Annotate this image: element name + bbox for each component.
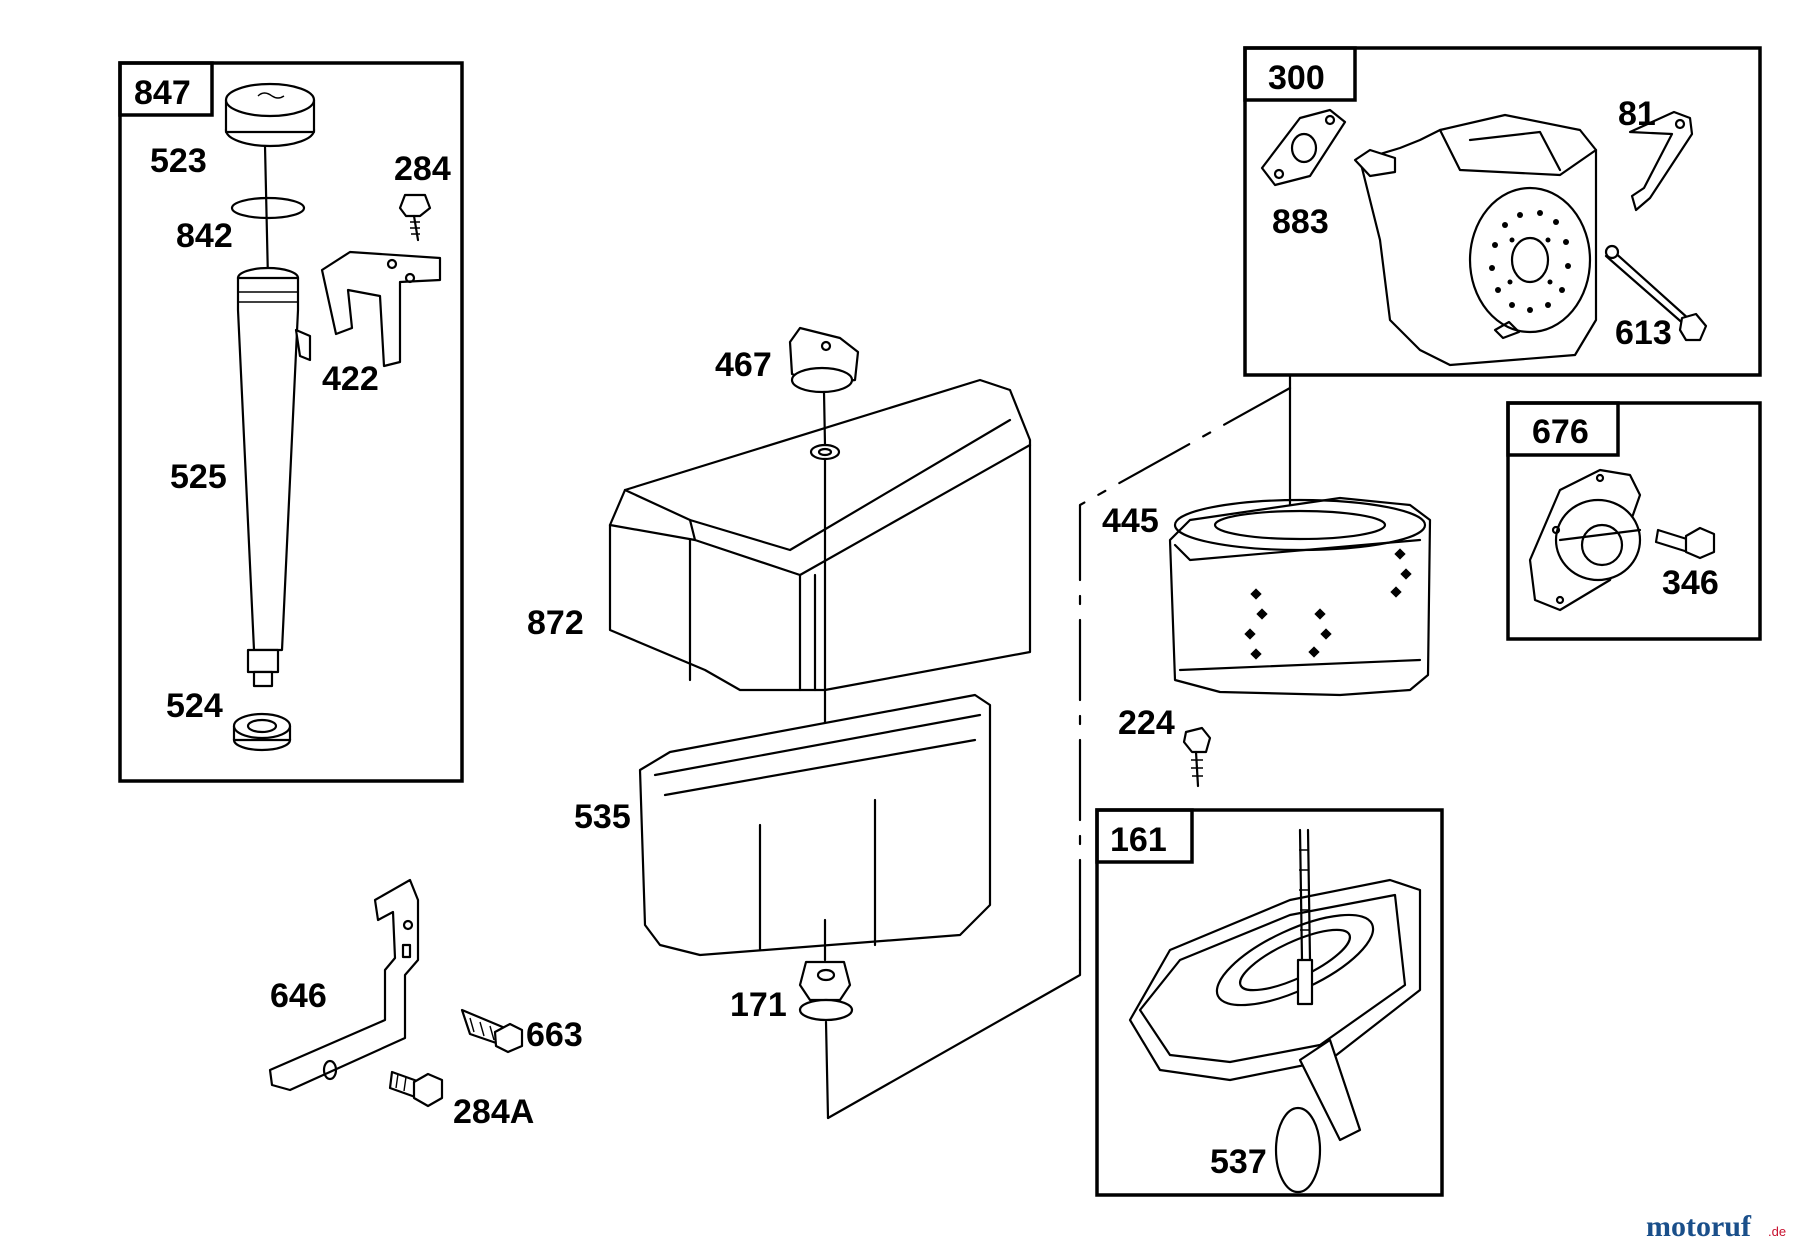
part-label-523: 523	[150, 142, 207, 180]
box-label-847: 847	[134, 74, 191, 112]
grommet-524	[232, 712, 292, 752]
muffler-perforation	[1489, 210, 1571, 313]
part-label-284a: 284A	[453, 1093, 534, 1131]
part-label-883: 883	[1272, 203, 1329, 241]
screw-663	[460, 1008, 524, 1054]
box-label-161: 161	[1110, 821, 1167, 859]
bracket-646	[268, 878, 420, 1092]
assembly-leader-line	[826, 938, 1082, 1120]
part-label-524: 524	[166, 687, 223, 725]
box-label-676: 676	[1532, 413, 1589, 451]
pre-cleaner-foam-535	[638, 693, 992, 957]
watermark-logo: motoruf .de	[1646, 1210, 1786, 1243]
part-label-346: 346	[1662, 564, 1719, 602]
screw-284	[398, 193, 432, 242]
stud-bottom-line	[824, 1020, 830, 1120]
part-label-663: 663	[526, 1016, 583, 1054]
part-label-467: 467	[715, 346, 772, 384]
part-label-422: 422	[322, 360, 379, 398]
exhaust-deflector-676	[1528, 468, 1642, 612]
watermark-brand: motoruf	[1646, 1210, 1752, 1243]
dipstick-cap-523	[224, 82, 316, 282]
wing-nut-171	[798, 960, 854, 1022]
part-label-535: 535	[574, 798, 631, 836]
filter-pleat-pattern	[1244, 548, 1412, 660]
part-label-872: 872	[527, 604, 584, 642]
assembly-box-847: 847	[118, 61, 464, 783]
watermark-suffix: .de	[1768, 1224, 1786, 1239]
part-label-224: 224	[1118, 704, 1175, 742]
part-label-525: 525	[170, 458, 227, 496]
part-label-171: 171	[730, 986, 787, 1024]
assembly-box-676: 676 346	[1506, 401, 1762, 641]
bracket-422	[320, 250, 442, 368]
box-label-300: 300	[1268, 59, 1325, 97]
gasket-883	[1260, 108, 1347, 187]
screw-224	[1182, 726, 1212, 788]
part-label-445: 445	[1102, 502, 1159, 540]
bolt-613	[1604, 244, 1708, 342]
assembly-box-161: 161 537	[1095, 808, 1444, 1197]
muffler-300	[1353, 113, 1598, 367]
air-cleaner-base-161	[1128, 828, 1422, 1142]
oil-fill-tube-525	[236, 266, 312, 688]
o-ring-537	[1274, 1106, 1322, 1194]
knob-467	[788, 326, 860, 447]
air-filter-445	[1168, 496, 1432, 697]
part-label-81: 81	[1618, 95, 1656, 133]
assembly-box-300: 300	[1243, 46, 1762, 377]
screw-284a	[388, 1070, 444, 1108]
air-cleaner-cover-872	[608, 378, 1032, 692]
part-label-284: 284	[394, 150, 451, 188]
screw-346	[1654, 526, 1716, 560]
muffler-guard-81	[1628, 110, 1694, 212]
o-ring-842	[230, 196, 306, 220]
part-label-842: 842	[176, 217, 233, 255]
part-label-646: 646	[270, 977, 327, 1015]
part-label-537: 537	[1210, 1143, 1267, 1181]
part-label-613: 613	[1615, 314, 1672, 352]
dash-leader-line	[1078, 386, 1292, 942]
